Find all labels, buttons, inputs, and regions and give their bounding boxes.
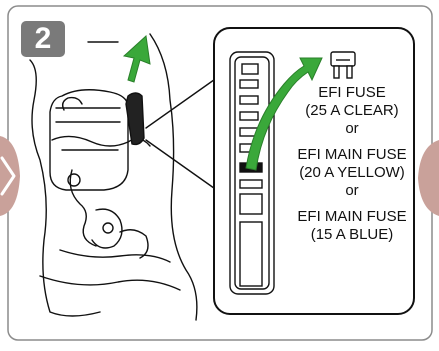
fuse-icon-blade bbox=[347, 66, 352, 78]
step-number-badge: 2 bbox=[21, 21, 65, 57]
fuse-icon-blade bbox=[334, 66, 339, 78]
fuse-icon-body bbox=[331, 52, 355, 66]
fuse-label-line: EFI MAIN FUSE bbox=[282, 208, 422, 226]
fuse-label-line: EFI FUSE bbox=[282, 84, 422, 102]
fuse-label-or: or bbox=[282, 182, 422, 200]
fuse-label-line: (15 A BLUE) bbox=[282, 226, 422, 244]
fuse-label-line: (25 A CLEAR) bbox=[282, 102, 422, 120]
fuse-label-or: or bbox=[282, 120, 422, 138]
fuse-label-line: (20 A YELLOW) bbox=[282, 164, 422, 182]
fuse-label-line: EFI MAIN FUSE bbox=[282, 146, 422, 164]
